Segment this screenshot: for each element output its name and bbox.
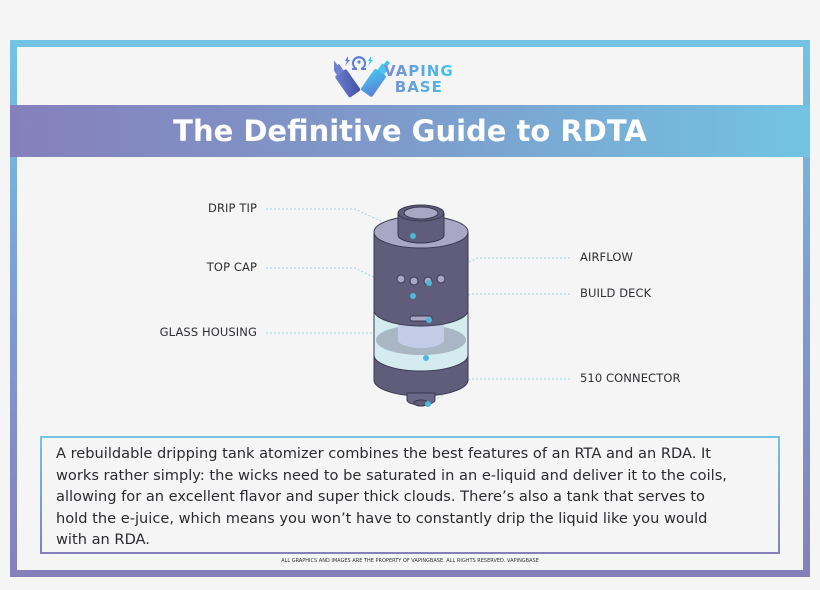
label-airflow: AIRFLOW [580,250,633,264]
description-box: A rebuildable dripping tank atomizer com… [40,436,780,554]
vaping-base-logo-icon [334,56,390,98]
description-line: hold the e-juice, which means you won’t … [56,509,708,527]
copyright-footer: ALL GRAPHICS AND IMAGES ARE THE PROPERTY… [281,558,539,564]
label-glass-housing: GLASS HOUSING [159,325,257,339]
label-drip-tip: DRIP TIP [208,201,257,215]
description-line: allowing for an excellent flavor and sup… [56,488,705,505]
title-banner: The Definitive Guide to RDTA [10,105,810,157]
label-build-deck: BUILD DECK [580,286,652,300]
page-title: The Definitive Guide to RDTA [173,114,647,148]
label-510-connector: 510 CONNECTOR [580,371,681,385]
description-line: works rather simply: the wicks need to b… [56,466,727,484]
label-top-cap: TOP CAP [206,260,257,274]
atomizer-illustration [373,204,469,407]
marker-dots [410,233,432,407]
description-line: with an RDA. [56,531,150,548]
description-line: A rebuildable dripping tank atomizer com… [56,445,712,462]
